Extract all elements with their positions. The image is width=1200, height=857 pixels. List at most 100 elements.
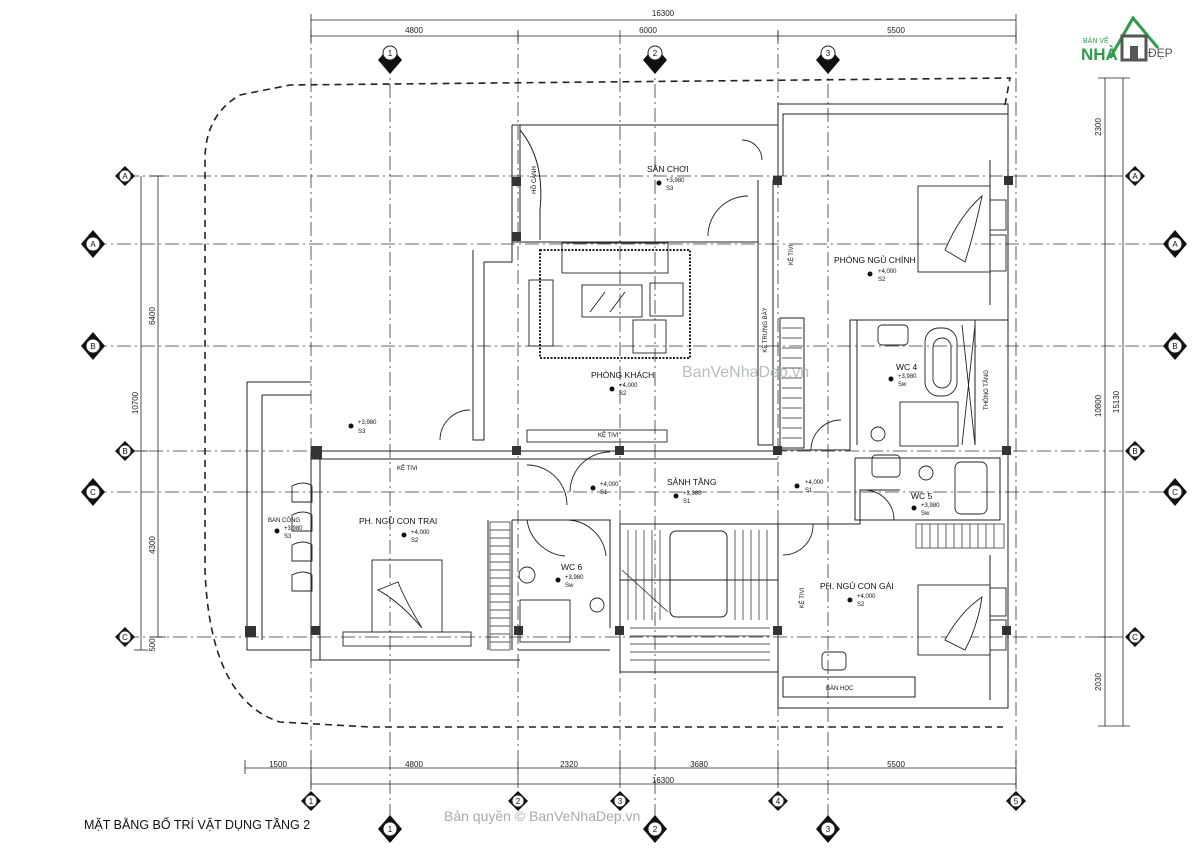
- svg-text:1: 1: [388, 49, 393, 58]
- svg-text:B: B: [122, 447, 127, 456]
- dim-bottom-seg: 3680: [690, 760, 708, 769]
- svg-text:2: 2: [516, 797, 521, 806]
- svg-text:S1: S1: [805, 488, 813, 494]
- dimension-bottom: [244, 760, 1017, 790]
- svg-text:S2: S2: [619, 391, 627, 397]
- shelf-hatch: [489, 327, 1005, 661]
- svg-text:S1: S1: [600, 490, 608, 496]
- label-ke-tivi: KỆ TIVI: [787, 244, 795, 265]
- dim-top-seg: 6000: [639, 26, 657, 35]
- svg-text:S3: S3: [666, 186, 674, 192]
- svg-text:A: A: [90, 240, 96, 249]
- label-terrace-level: +3,980: [358, 420, 377, 426]
- axis-marker-top: 3: [816, 45, 840, 74]
- axis-marker-top: 2: [643, 45, 667, 74]
- svg-text:A: A: [1172, 240, 1178, 249]
- svg-text:S2: S2: [411, 538, 419, 544]
- label-wc4: WC 4: [896, 362, 918, 372]
- svg-text:C: C: [90, 488, 96, 497]
- watermark-center: BanVeNhaDep.vn: [682, 364, 809, 381]
- furniture: [291, 139, 1007, 671]
- svg-text:2: 2: [653, 825, 658, 834]
- dim-bottom-seg: 1500: [269, 760, 287, 769]
- svg-text:1: 1: [388, 825, 393, 834]
- svg-text:+4,000: +4,000: [600, 482, 619, 488]
- svg-text:+4,000: +4,000: [878, 269, 897, 275]
- level-markers: [274, 180, 917, 603]
- svg-text:3: 3: [826, 49, 831, 58]
- label-phong-khach: PHÒNG KHÁCH: [591, 370, 654, 380]
- svg-text:NHÀ: NHÀ: [1081, 45, 1118, 64]
- dim-top-seg: 4800: [405, 26, 423, 35]
- svg-text:1: 1: [309, 797, 314, 806]
- svg-text:+3,980: +3,980: [921, 503, 940, 509]
- svg-text:ĐẸP: ĐẸP: [1148, 46, 1173, 60]
- brand-logo: BẢN VẼ NHÀ ĐẸP: [1081, 15, 1173, 64]
- columns: [245, 176, 1013, 637]
- dim-left: 10700: [131, 391, 140, 414]
- dim-left: 6400: [148, 307, 157, 325]
- svg-text:+4,000: +4,000: [857, 594, 876, 600]
- dim-top-seg: 5500: [887, 26, 905, 35]
- svg-text:4: 4: [776, 797, 781, 806]
- axis-markers-right: A A B B C C: [1125, 166, 1187, 647]
- pond: [519, 129, 542, 240]
- svg-text:5: 5: [1014, 797, 1019, 806]
- label-phong-ngu-chinh: PHÒNG NGỦ CHÍNH: [834, 254, 916, 265]
- label-sanh-tang: SẢNH TẦNG: [667, 476, 716, 487]
- svg-text:3: 3: [618, 797, 623, 806]
- svg-text:+3,980: +3,980: [284, 526, 303, 532]
- svg-text:A: A: [122, 172, 128, 181]
- dim-top-total: 16300: [652, 9, 675, 18]
- label-wc5: WC 5: [911, 491, 933, 501]
- roof-outline: [204, 77, 1011, 728]
- dim-left: 500: [148, 638, 157, 652]
- svg-text:B: B: [1172, 342, 1177, 351]
- label-san-choi: SÂN CHƠI: [647, 164, 689, 174]
- dim-right-total: 15130: [1112, 390, 1121, 413]
- axis-markers-bottom: 1 2 3 4 5: [301, 791, 1026, 811]
- svg-text:S3: S3: [358, 429, 366, 435]
- label-ho-canh: HỒ CẢNH: [531, 166, 538, 194]
- svg-text:Sw: Sw: [921, 511, 930, 517]
- svg-text:3: 3: [826, 825, 831, 834]
- label-ban-cong: BAN CÔNG: [268, 517, 300, 524]
- grid-lines: [93, 30, 1175, 840]
- svg-text:+3,980: +3,980: [565, 575, 584, 581]
- svg-text:C: C: [122, 633, 128, 642]
- svg-text:C: C: [1132, 633, 1138, 642]
- drawing-title: MẶT BẰNG BỐ TRÍ VẬT DỤNG TẦNG 2: [84, 817, 310, 832]
- dim-left: 4300: [148, 536, 157, 554]
- label-ph-ngu-con-gai: PH. NGỦ CON GÁI: [820, 580, 894, 591]
- svg-text:+4,000: +4,000: [619, 383, 638, 389]
- dimension-left: [134, 175, 166, 651]
- svg-text:C: C: [1172, 488, 1178, 497]
- svg-text:S2: S2: [878, 277, 886, 283]
- watermark-bottom: Bản quyền © BanVeNhaDep.vn: [444, 808, 640, 824]
- svg-text:+3,980: +3,980: [683, 491, 702, 497]
- room-labels: SÂN CHƠI +3,980 S3 HỒ CẢNH KỆ TIVI PHÒNG…: [268, 164, 990, 692]
- label-ban-hoc: BÀN HỌC: [826, 685, 854, 692]
- axis-marker-top: 1: [378, 45, 402, 74]
- dimension-top: [310, 14, 1017, 42]
- svg-text:2: 2: [653, 49, 658, 58]
- label-ph-ngu-con-trai: PH. NGỦ CON TRAI: [359, 515, 437, 526]
- svg-text:Sw: Sw: [898, 382, 907, 388]
- dim-bottom-seg: 4800: [405, 760, 423, 769]
- dim-bottom-total: 16300: [652, 776, 675, 785]
- label-ke-tivi: KỆ TIVI: [798, 587, 806, 608]
- svg-text:A: A: [1132, 172, 1138, 181]
- svg-text:Sw: Sw: [565, 583, 574, 589]
- dim-right: 2030: [1094, 673, 1103, 691]
- svg-text:S1: S1: [683, 499, 691, 505]
- dim-bottom-seg: 5500: [887, 760, 905, 769]
- axis-markers-left: A A B B C C: [81, 166, 135, 647]
- svg-text:S2: S2: [857, 602, 865, 608]
- axis-markers-bottom-2: 1 2 3: [378, 815, 840, 843]
- dim-right: 2300: [1094, 118, 1103, 136]
- label-ke-trung-bay: KỆ TRƯNG BÀY: [761, 307, 769, 352]
- label-ke-tivi: KỆ TIVI: [598, 431, 619, 439]
- dimension-right: [1098, 77, 1130, 727]
- svg-text:+4,000: +4,000: [805, 480, 824, 486]
